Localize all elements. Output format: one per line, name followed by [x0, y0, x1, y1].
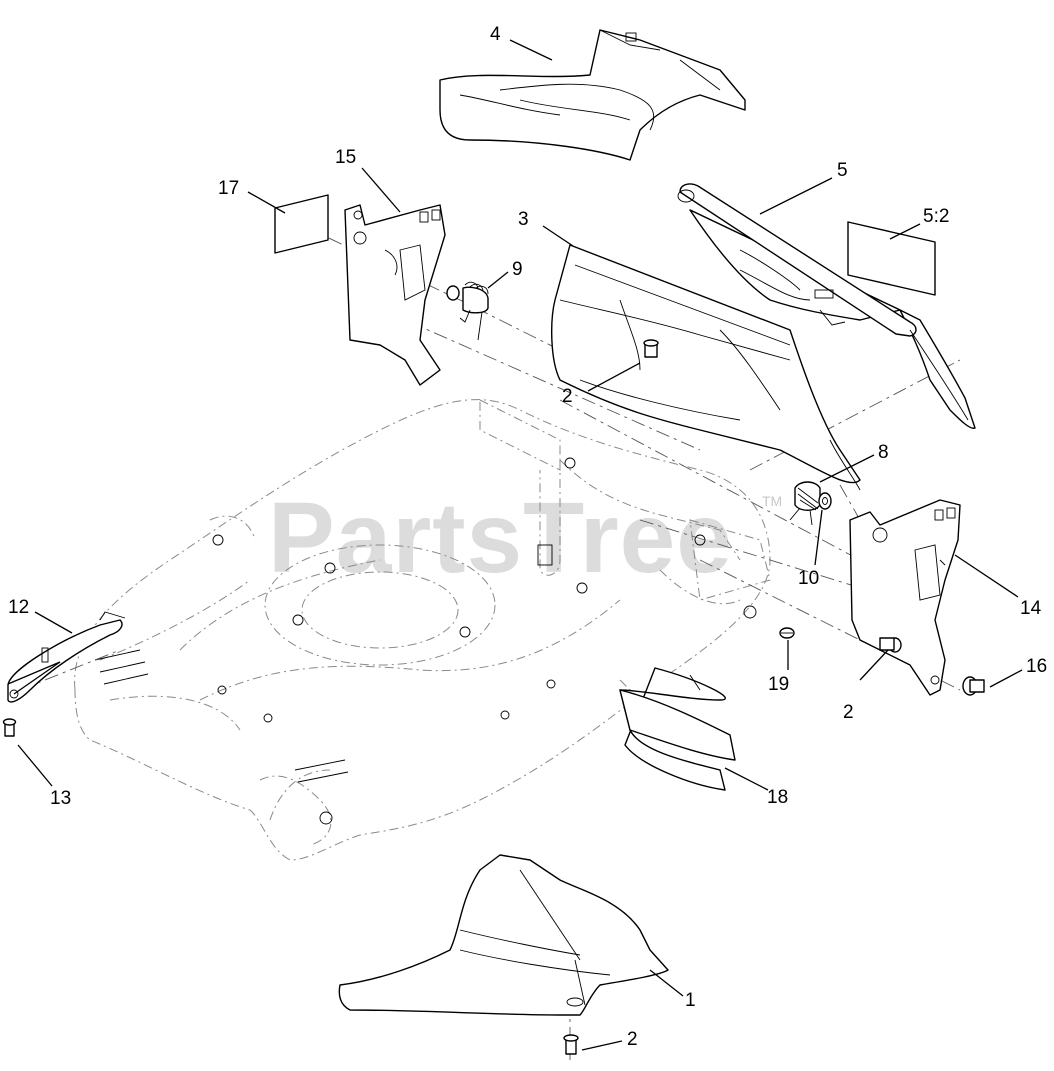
watermark-trademark: TM: [762, 493, 782, 509]
part-3-discharge-chute: [551, 244, 861, 491]
part-10-washer: [818, 492, 832, 510]
callout-1: 1: [685, 990, 696, 1011]
part-9-spring: [446, 281, 489, 341]
callout-10: 10: [798, 568, 819, 589]
callout-17: 17: [218, 178, 239, 199]
callout-5: 5: [837, 160, 848, 181]
callout-labels: 4 5 5:2 3 15 17 9 2 8 10 14 16 2 19 18 1…: [8, 24, 1047, 1050]
part-1-front-baffle: [338, 854, 669, 1016]
part-13-bolt: [2, 718, 17, 737]
part-17-decal: [274, 194, 329, 254]
part-2-bolt-lower: [563, 1034, 579, 1055]
part-4-rear-shield: [439, 29, 746, 161]
callout-14: 14: [1020, 598, 1042, 619]
callout-12: 12: [8, 597, 29, 618]
part-2-bolt-right: [879, 637, 902, 653]
callout-8: 8: [878, 442, 889, 463]
part-15-left-bracket: [344, 204, 446, 386]
part-12-lever: [7, 611, 126, 703]
part-5-2-decal: [847, 221, 936, 296]
callout-4: 4: [490, 24, 501, 45]
callout-18: 18: [767, 787, 788, 808]
part-8-spring: [789, 481, 821, 526]
watermark-brand: PartsTree: [268, 482, 733, 594]
callout-2-right: 2: [843, 702, 854, 723]
callout-2-lower: 2: [627, 1029, 638, 1050]
callout-9: 9: [512, 259, 523, 280]
part-5-rear-door: [677, 183, 976, 429]
part-2-bolt-upper: [643, 339, 659, 358]
callout-13: 13: [50, 788, 71, 809]
leader-lines: [7, 39, 1023, 1051]
callout-3: 3: [518, 209, 529, 230]
part-16-bolt: [962, 676, 985, 696]
callout-2-upper: 2: [562, 386, 573, 407]
part-14-right-bracket: [849, 499, 961, 696]
callout-19: 19: [768, 674, 789, 695]
callout-16: 16: [1026, 656, 1047, 677]
callout-15: 15: [335, 147, 356, 168]
mower-deck-phantom: [74, 399, 771, 861]
part-19-screw: [779, 627, 795, 639]
callout-5-2: 5:2: [923, 206, 949, 227]
part-18-deflector: [619, 667, 736, 791]
